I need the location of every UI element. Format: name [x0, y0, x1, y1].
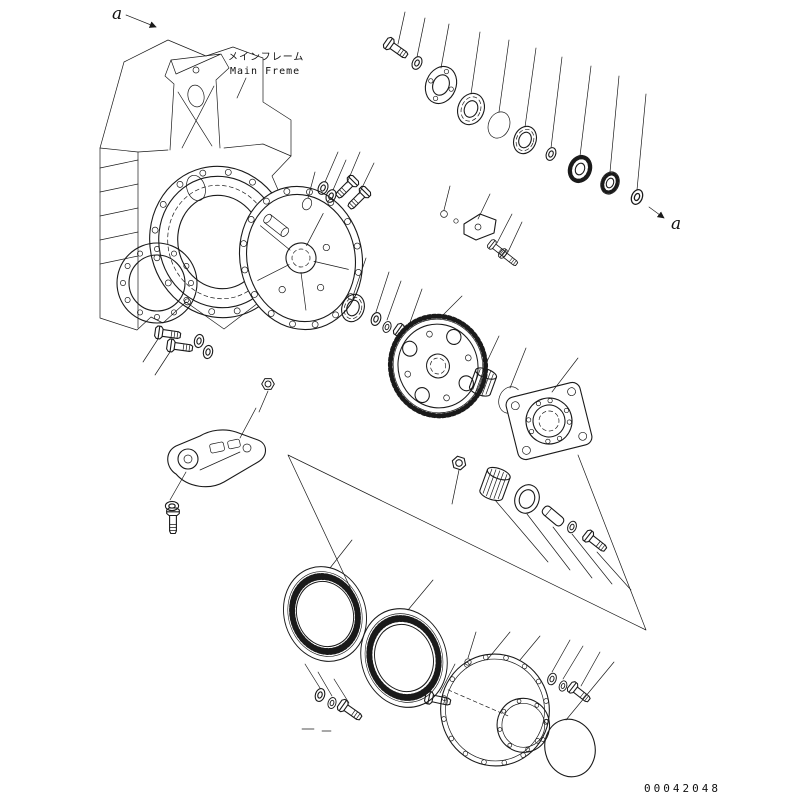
plate-assembly — [440, 210, 521, 269]
check-ball — [464, 658, 472, 666]
section-arrow-right-icon — [648, 206, 665, 219]
bolt — [153, 325, 182, 343]
bushing — [514, 484, 540, 514]
input-shaft-parts — [381, 35, 646, 207]
washer — [192, 333, 206, 349]
ring-gear-1 — [282, 566, 368, 662]
bearing — [512, 125, 538, 155]
pin — [541, 505, 565, 527]
hub — [456, 92, 486, 126]
output-shaft-parts — [449, 454, 610, 555]
coupling-flange — [424, 65, 458, 105]
bolt — [165, 338, 194, 356]
nut — [261, 378, 275, 390]
frame-label-leader — [236, 77, 247, 99]
washer — [326, 695, 338, 711]
frame-lower-flange — [116, 242, 198, 324]
cover-shaft-stub — [263, 213, 290, 237]
drawing-number: 00042048 — [644, 782, 721, 795]
bearing — [341, 293, 365, 323]
leader-lines — [142, 11, 647, 732]
bracket — [167, 429, 267, 488]
washer — [565, 519, 579, 535]
bottom-bolts — [313, 686, 365, 724]
washer — [313, 686, 327, 704]
main-frame-label-jp: メインフレーム — [228, 51, 304, 63]
washer — [628, 187, 646, 207]
o-ring-large — [544, 718, 596, 778]
washer — [409, 54, 425, 72]
washer — [557, 679, 569, 693]
washer — [543, 145, 559, 163]
cover-plate — [440, 653, 551, 767]
main-frame-label-en: Main Freme — [230, 66, 300, 77]
bolt — [166, 507, 180, 535]
large-gear — [387, 313, 489, 419]
nut — [449, 454, 469, 472]
ring-gear-2 — [360, 608, 448, 708]
section-callout-top: a — [112, 4, 157, 28]
section-label-a-right: a — [671, 214, 681, 234]
o-ring — [487, 111, 511, 139]
pinion-gear — [468, 367, 498, 397]
splined-gear — [567, 154, 593, 184]
washer — [545, 671, 559, 687]
left-mounting-bolts — [153, 325, 215, 360]
washer — [380, 319, 394, 335]
small-seal-ring — [301, 197, 313, 211]
washer — [201, 344, 215, 360]
section-arrow-top-icon — [125, 14, 157, 28]
bearing-carrier — [505, 381, 593, 461]
cover-plate-bolts — [545, 671, 594, 706]
bolt — [381, 35, 411, 62]
pinion-shaft-parts — [341, 293, 421, 348]
gear-small — [600, 171, 620, 195]
section-callout-right: a — [648, 206, 681, 234]
splined-coupling — [479, 466, 511, 502]
washer — [368, 310, 384, 328]
gear-case-cover-drawing — [238, 185, 364, 331]
bolt — [335, 697, 365, 724]
section-label-a-top: a — [112, 4, 122, 24]
